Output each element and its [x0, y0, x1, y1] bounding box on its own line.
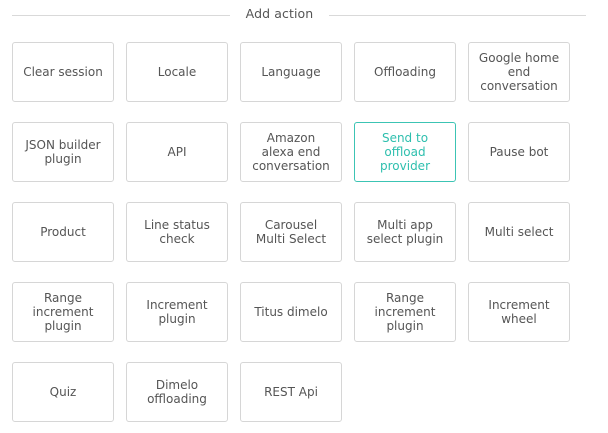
- action-label: JSON builder plugin: [25, 138, 101, 166]
- add-action-title: Add action: [245, 6, 314, 21]
- action-google-home-end-conversation[interactable]: Google home end conversation: [468, 42, 570, 102]
- action-label: Offloading: [374, 65, 436, 79]
- action-label: Range increment plugin: [374, 291, 436, 333]
- action-language[interactable]: Language: [240, 42, 342, 102]
- action-amazon-alexa-end-conversation[interactable]: Amazon alexa end conversation: [240, 122, 342, 182]
- action-label: Line status check: [144, 218, 210, 246]
- action-grid: Clear session Locale Language Offloading…: [12, 42, 570, 422]
- action-label: Clear session: [23, 65, 103, 79]
- action-send-to-offload-provider[interactable]: Send to offload provider: [354, 122, 456, 182]
- action-label: Amazon alexa end conversation: [252, 131, 330, 173]
- action-product[interactable]: Product: [12, 202, 114, 262]
- header-divider-left: [12, 15, 230, 16]
- action-label: Multi select: [484, 225, 554, 239]
- action-line-status-check[interactable]: Line status check: [126, 202, 228, 262]
- action-locale[interactable]: Locale: [126, 42, 228, 102]
- action-label: Language: [261, 65, 321, 79]
- action-rest-api[interactable]: REST Api: [240, 362, 342, 422]
- action-multi-app-select-plugin[interactable]: Multi app select plugin: [354, 202, 456, 262]
- action-label: Quiz: [49, 385, 77, 399]
- action-titus-dimelo[interactable]: Titus dimelo: [240, 282, 342, 342]
- action-carousel-multi-select[interactable]: Carousel Multi Select: [240, 202, 342, 262]
- action-label: Increment wheel: [488, 298, 550, 326]
- action-label: Google home end conversation: [478, 51, 560, 93]
- action-range-increment-plugin-2[interactable]: Range increment plugin: [354, 282, 456, 342]
- action-label: Dimelo offloading: [147, 378, 207, 406]
- action-increment-wheel[interactable]: Increment wheel: [468, 282, 570, 342]
- action-multi-select[interactable]: Multi select: [468, 202, 570, 262]
- action-api[interactable]: API: [126, 122, 228, 182]
- action-label: Send to offload provider: [380, 131, 430, 173]
- action-offloading[interactable]: Offloading: [354, 42, 456, 102]
- action-label: Carousel Multi Select: [255, 218, 327, 246]
- action-label: Locale: [157, 65, 197, 79]
- action-label: Multi app select plugin: [366, 218, 444, 246]
- action-range-increment-plugin[interactable]: Range increment plugin: [12, 282, 114, 342]
- action-label: Increment plugin: [146, 298, 208, 326]
- action-quiz[interactable]: Quiz: [12, 362, 114, 422]
- action-label: Pause bot: [489, 145, 549, 159]
- add-action-header: Add action: [0, 0, 608, 30]
- action-label: Titus dimelo: [254, 305, 328, 319]
- action-label: Range increment plugin: [32, 291, 94, 333]
- action-label: REST Api: [264, 385, 318, 399]
- action-dimelo-offloading[interactable]: Dimelo offloading: [126, 362, 228, 422]
- action-label: Product: [40, 225, 86, 239]
- action-pause-bot[interactable]: Pause bot: [468, 122, 570, 182]
- header-divider-right: [329, 15, 586, 16]
- action-increment-plugin[interactable]: Increment plugin: [126, 282, 228, 342]
- action-json-builder-plugin[interactable]: JSON builder plugin: [12, 122, 114, 182]
- action-label: API: [167, 145, 187, 159]
- action-clear-session[interactable]: Clear session: [12, 42, 114, 102]
